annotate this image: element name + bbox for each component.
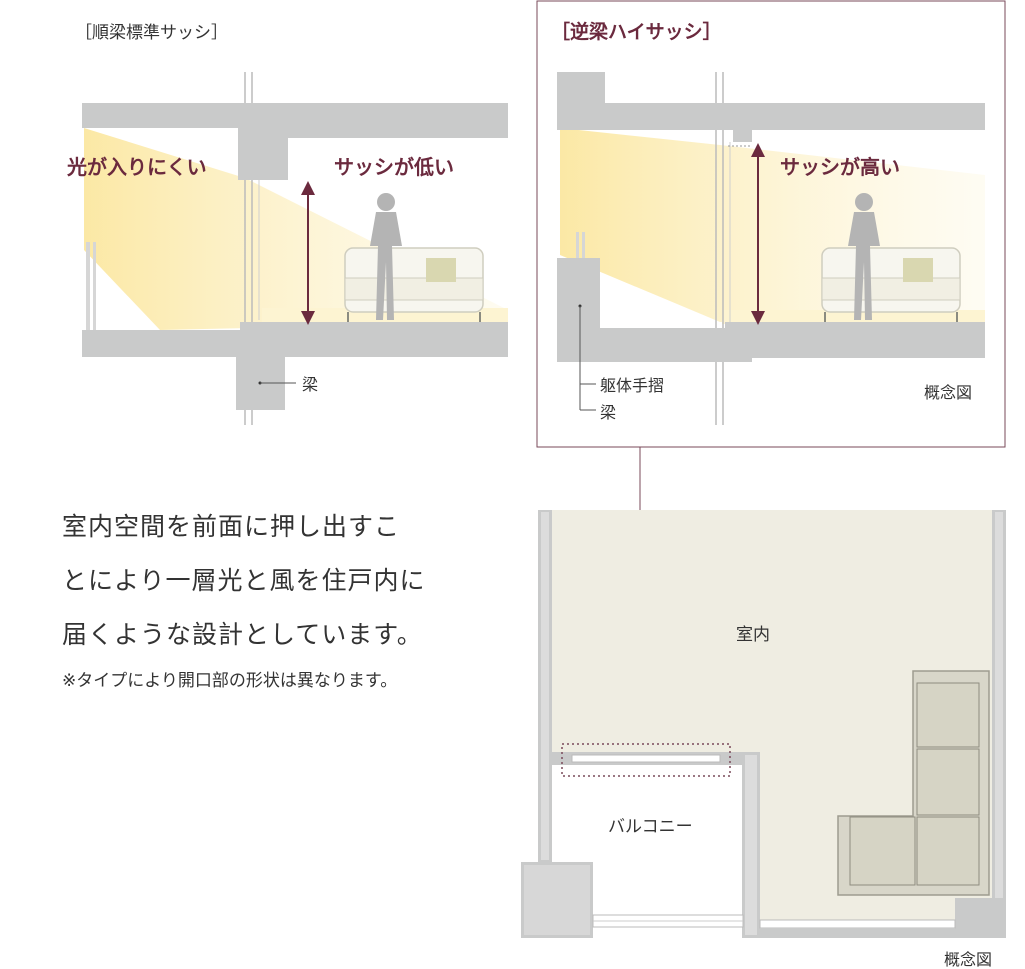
left-sofa [344,247,484,322]
plan-sofa [837,670,990,896]
left-sash-label: サッシが低い [334,155,454,179]
left-beam-label: 梁 [302,375,318,394]
description-note: ※タイプにより開口部の形状は異なります。 [62,671,398,691]
floor-plan: 室内 バルコニー 概念図 [521,510,1006,969]
right-railing-post [582,232,585,258]
left-section-diagram: ［順梁標準サッシ］ 光が入りにくい サッシが低い 梁 [66,23,508,425]
right-diagram-frame [536,0,1006,448]
right-section-diagram: ［逆梁ハイサッシ］ サッシが高い 躯体手摺 梁 概念図 [536,0,1006,448]
right-sofa [821,247,961,322]
right-railing-post [576,232,579,258]
plan-room-bottom-wall [760,928,955,938]
left-railing-post [93,242,96,330]
plan-caption: 概念図 [944,950,992,969]
plan-balcony-partition-inner [745,755,757,935]
plan-room-label: 室内 [736,625,770,645]
description-block: 室内空間を前面に押し出すこ とにより一層光と風を住戸内に 届くような設計としてい… [62,500,522,691]
plan-column-bottom-left-inner [524,865,590,935]
right-diagram-caption: 概念図 [924,383,972,402]
plan-balcony-label: バルコニー [608,817,693,837]
right-floor-glow [722,310,985,324]
right-sash-label: サッシが高い [780,155,900,179]
right-diagram-title: ［逆梁ハイサッシ］ [551,20,722,43]
description-line: 室内空間を前面に押し出すこ [62,512,401,541]
left-person-silhouette [370,193,402,320]
plan-column-bottom-right [955,898,1006,938]
right-beam-label: 梁 [600,403,616,422]
description-line: 届くような設計としています。 [62,620,423,649]
right-ceiling-slab [557,72,985,142]
left-diagram-title: ［順梁標準サッシ］ [75,23,228,43]
left-ceiling-slab [82,103,508,180]
right-floor-slab [557,258,985,362]
plan-sash-window [571,754,721,763]
right-parapet-label: 躯体手摺 [600,376,664,395]
plan-right-wall-inner [995,512,1003,936]
right-person-silhouette [848,193,880,320]
left-floor-slab [82,322,508,410]
plan-left-wall-inner [541,512,549,860]
description-line: とにより一層光と風を住戸内に [62,566,426,595]
left-light-label: 光が入りにくい [66,155,207,179]
left-railing-post [86,242,90,330]
plan-room-bottom-window [759,919,956,929]
